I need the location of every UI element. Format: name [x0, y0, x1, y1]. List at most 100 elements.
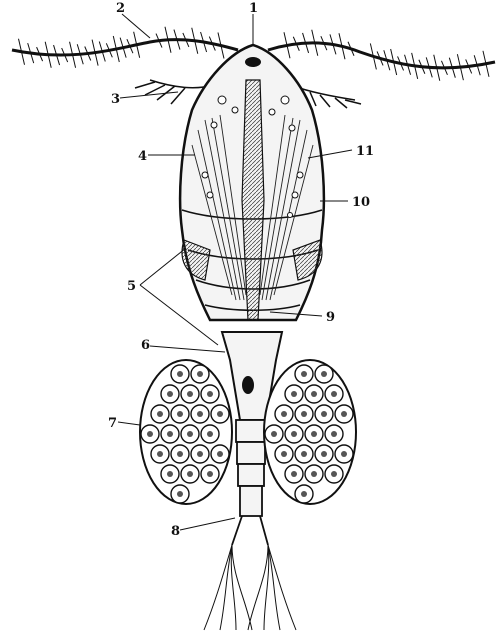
genital-pore	[242, 376, 254, 394]
caudal-furca	[232, 516, 268, 545]
label-7: 7	[108, 416, 117, 431]
label-1: 1	[249, 1, 258, 16]
leader-7	[118, 422, 140, 425]
egg-nucleus	[217, 411, 223, 417]
seta	[95, 53, 98, 66]
egg-nucleus	[207, 431, 213, 437]
egg-nucleus	[177, 371, 183, 377]
seta	[483, 51, 486, 64]
furcal-seta	[268, 545, 280, 630]
egg-nucleus	[291, 431, 297, 437]
egg-nucleus	[321, 451, 327, 457]
seta	[73, 55, 76, 68]
egg-nucleus	[271, 431, 277, 437]
leader-2	[122, 14, 150, 38]
egg-nucleus	[341, 451, 347, 457]
label-6: 6	[141, 338, 150, 353]
egg-nucleus	[291, 471, 297, 477]
egg-nucleus	[301, 411, 307, 417]
seta	[80, 54, 83, 64]
egg-nucleus	[147, 431, 153, 437]
furcal-setae	[204, 545, 296, 630]
seta	[412, 53, 415, 66]
seta	[284, 32, 287, 45]
egg-nucleus	[331, 391, 337, 397]
abdomen	[236, 420, 266, 516]
seta	[303, 33, 306, 43]
seta	[449, 58, 452, 68]
egg-nucleus	[331, 431, 337, 437]
furcal-seta	[220, 545, 232, 630]
seta	[312, 30, 315, 43]
label-4: 4	[138, 149, 147, 164]
seta	[174, 30, 177, 40]
seta	[168, 40, 171, 53]
egg-nucleus	[321, 371, 327, 377]
seta	[165, 27, 168, 40]
label-8: 8	[171, 524, 180, 539]
right-antenna	[268, 43, 495, 68]
seta	[415, 66, 418, 79]
egg-nucleus	[157, 451, 163, 457]
furcal-seta	[264, 545, 269, 630]
egg-nucleus	[281, 411, 287, 417]
egg-nucleus	[187, 391, 193, 397]
label-3: 3	[111, 92, 120, 107]
furcal-seta	[231, 545, 236, 630]
naupliar-eye	[245, 57, 261, 67]
furcal-seta	[248, 545, 268, 630]
seta	[48, 55, 51, 68]
egg-nucleus	[341, 411, 347, 417]
seta	[460, 67, 463, 80]
seta	[477, 65, 480, 75]
furcal-seta	[232, 545, 252, 630]
seta	[77, 44, 80, 54]
egg-nucleus	[311, 391, 317, 397]
egg-nucleus	[167, 471, 173, 477]
seta	[113, 36, 116, 49]
seta	[437, 68, 440, 81]
egg-nucleus	[291, 391, 297, 397]
seta	[192, 28, 195, 41]
seta	[99, 42, 102, 52]
egg-nucleus	[177, 491, 183, 497]
seta	[195, 41, 198, 54]
egg-nucleus	[311, 471, 317, 477]
egg-nucleus	[281, 451, 287, 457]
seta	[457, 54, 460, 67]
seta	[45, 42, 48, 55]
egg-nucleus	[301, 491, 307, 497]
seta	[70, 42, 73, 55]
seta	[434, 55, 437, 68]
seta	[486, 64, 489, 77]
label-9: 9	[326, 310, 335, 325]
egg-nucleus	[167, 431, 173, 437]
seta	[474, 55, 477, 65]
seta	[123, 48, 126, 58]
egg-nucleus	[187, 471, 193, 477]
egg-nucleus	[207, 391, 213, 397]
egg-nucleus	[197, 451, 203, 457]
label-10: 10	[352, 195, 370, 210]
egg-nucleus	[177, 451, 183, 457]
furcal-seta	[268, 545, 296, 630]
egg-nucleus	[187, 431, 193, 437]
egg-nucleus	[331, 471, 337, 477]
egg-nucleus	[177, 411, 183, 417]
egg-nucleus	[207, 471, 213, 477]
seta	[22, 52, 25, 65]
egg-nucleus	[311, 431, 317, 437]
seta	[120, 38, 123, 48]
leader-8	[180, 518, 235, 530]
seta	[315, 43, 318, 56]
egg-nucleus	[217, 451, 223, 457]
egg-nucleus	[157, 411, 163, 417]
seta	[102, 52, 105, 62]
seta	[137, 45, 140, 58]
furcal-seta	[204, 545, 232, 630]
egg-nucleus	[321, 411, 327, 417]
egg-nucleus	[167, 391, 173, 397]
egg-nucleus	[197, 411, 203, 417]
label-11: 11	[356, 144, 374, 159]
